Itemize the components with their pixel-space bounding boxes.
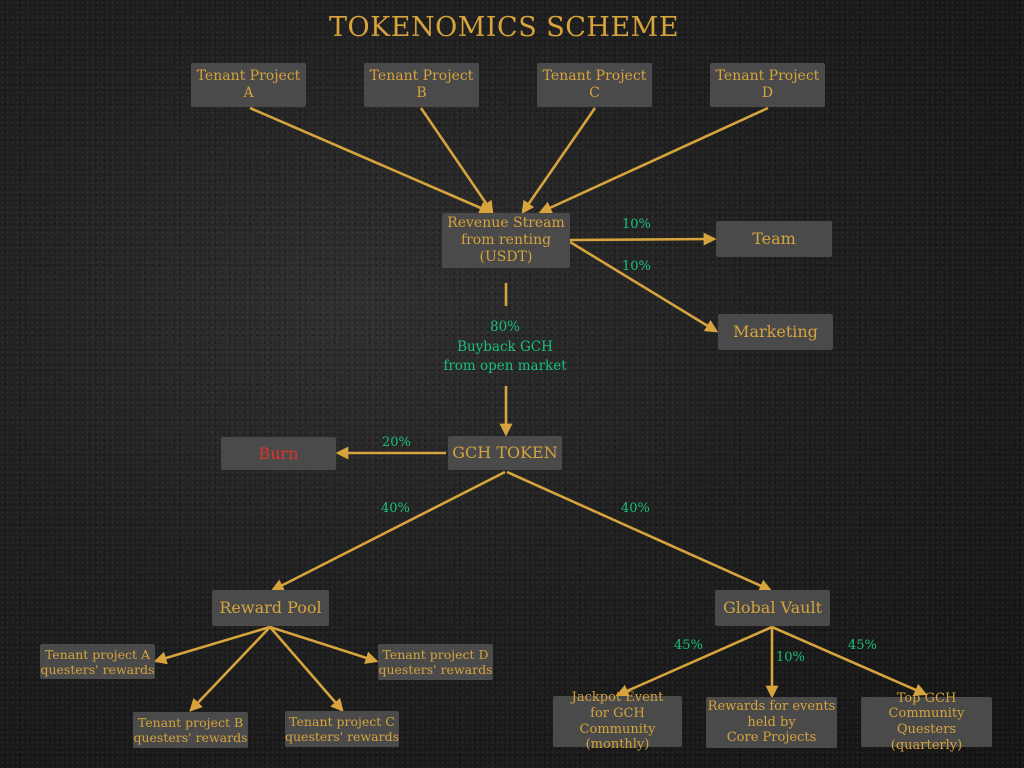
tenant-project-a: Tenant Project A	[191, 63, 306, 107]
reward-pool-label: Reward Pool	[219, 598, 322, 618]
arrow-pool-to-tenant-d	[269, 625, 379, 665]
jackpot-event-box: Jackpot Event for GCH Community (monthly…	[553, 690, 682, 752]
tenant-b-line2: B	[416, 85, 427, 101]
tenant-c-line2: C	[589, 85, 600, 101]
arrow-tenant-d-to-revenue	[538, 106, 769, 214]
pool-tenant-d-line1: Tenant project D	[382, 647, 489, 662]
arrow-revenue-to-marketing	[569, 240, 719, 333]
pool-tenant-d-line2: questers' rewards	[378, 662, 493, 677]
revenue-line3: (USDT)	[479, 248, 533, 265]
team-label: Team	[752, 229, 796, 249]
arrow-vault-to-jackpot	[615, 625, 773, 697]
revenue-stream-box: Revenue Stream from renting (USDT)	[442, 213, 570, 268]
burn-label: Burn	[258, 443, 299, 463]
core-events-box: Rewards for events held by Core Projects	[706, 697, 837, 748]
arrow-pool-to-tenant-a	[153, 625, 271, 665]
pool-tenant-a-line1: Tenant project A	[44, 646, 151, 662]
top-questers-line3: (quarterly)	[890, 737, 963, 753]
tenant-project-c: Tenant Project C	[537, 63, 652, 107]
pool-tenant-d-box: Tenant project D questers' rewards	[378, 644, 493, 680]
marketing-label: Marketing	[733, 322, 818, 342]
global-vault-box: Global Vault	[715, 590, 830, 626]
team-percent: 10%	[622, 217, 651, 232]
buyback-line2: from open market	[443, 358, 567, 375]
gch-token-label: GCH TOKEN	[452, 443, 558, 463]
tenant-a-line2: A	[243, 85, 254, 101]
reward-pool-box: Reward Pool	[212, 590, 329, 626]
pool-tenant-c-line2: questers' rewards	[285, 729, 400, 744]
jackpot-percent: 45%	[674, 638, 703, 653]
arrow-pool-to-tenant-b	[189, 626, 271, 712]
arrow-tenant-c-to-revenue	[521, 107, 597, 215]
top-questers-line1: Top GCH	[896, 690, 957, 706]
gch-token-box: GCH TOKEN	[448, 436, 562, 470]
top-questers-line2: Community Questers	[888, 706, 965, 737]
pool-tenant-c-box: Tenant project C questers' rewards	[285, 711, 399, 747]
tenant-project-b: Tenant Project B	[364, 63, 479, 107]
global-vault-percent: 40%	[621, 501, 650, 516]
top-questers-percent: 45%	[848, 638, 877, 653]
revenue-line1: Revenue Stream	[447, 215, 565, 232]
arrow-gch-to-reward-pool	[270, 470, 506, 592]
buyback-label: 80% Buyback GCH from open market	[430, 318, 580, 377]
pool-tenant-b-line1: Tenant project B	[137, 715, 244, 730]
jackpot-line1: Jackpot Event	[571, 690, 664, 706]
tenant-c-line1: Tenant Project	[542, 68, 647, 85]
marketing-box: Marketing	[718, 314, 833, 350]
pool-tenant-b-line2: questers' rewards	[133, 730, 248, 745]
arrow-pool-to-tenant-c	[269, 626, 344, 712]
core-events-percent: 10%	[776, 650, 805, 665]
arrow-revenue-to-team	[569, 232, 717, 246]
burn-box: Burn	[221, 437, 336, 470]
tenant-b-line1: Tenant Project	[369, 68, 474, 85]
pool-tenant-a-line2: questers' rewards	[40, 661, 155, 677]
pool-tenant-a-box: Tenant project A questers' rewards	[40, 644, 155, 679]
arrow-vault-to-top-questers	[771, 625, 928, 696]
arrow-tenant-a-to-revenue	[249, 106, 493, 214]
tenant-project-d: Tenant Project D	[710, 63, 825, 107]
tenant-d-line2: D	[761, 85, 774, 101]
jackpot-line3: (monthly)	[585, 737, 650, 753]
reward-pool-percent: 40%	[381, 501, 410, 516]
pool-tenant-c-line1: Tenant project C	[289, 714, 395, 729]
pool-tenant-b-box: Tenant project B questers' rewards	[133, 712, 248, 748]
top-questers-box: Top GCH Community Questers (quarterly)	[861, 691, 992, 753]
buyback-line1: Buyback GCH	[457, 338, 553, 355]
tenant-d-line1: Tenant Project	[715, 68, 820, 85]
revenue-line2: from renting	[460, 232, 552, 249]
global-vault-label: Global Vault	[723, 598, 822, 618]
team-box: Team	[716, 221, 832, 257]
marketing-percent: 10%	[622, 259, 651, 274]
core-events-line1: Rewards for events	[707, 699, 836, 715]
buyback-percent: 80%	[489, 319, 520, 335]
core-events-line3: Core Projects	[726, 730, 817, 746]
page-title: TOKENOMICS SCHEME	[328, 12, 680, 43]
arrow-gch-to-global-vault	[506, 470, 773, 592]
jackpot-line2: for GCH Community	[579, 705, 656, 737]
tenant-a-line1: Tenant Project	[196, 68, 301, 85]
burn-percent: 20%	[382, 435, 411, 450]
core-events-line2: held by	[747, 714, 796, 730]
arrow-tenant-b-to-revenue	[419, 107, 494, 215]
